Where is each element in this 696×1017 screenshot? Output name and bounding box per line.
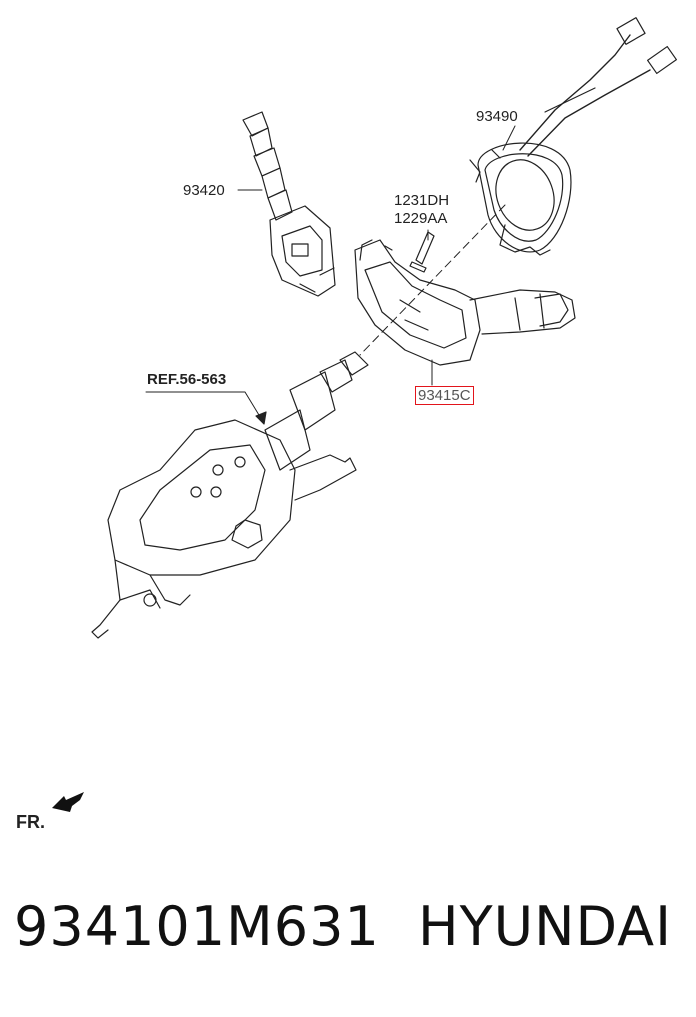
label-ref: REF.56-563: [147, 371, 227, 388]
steering-column: [91, 351, 369, 639]
label-93490: 93490: [476, 108, 518, 125]
front-arrow-icon: [52, 792, 84, 812]
parts-diagram: [52, 17, 678, 812]
switch-93420: [242, 111, 336, 297]
footer-brand: HYUNDAI: [418, 895, 673, 958]
bolt-1231dh: [409, 231, 435, 273]
footer: 934101M631 HYUNDAI: [0, 895, 696, 985]
footer-part-number: 934101M631: [14, 895, 380, 958]
label-93420: 93420: [183, 182, 225, 199]
leader-93490: [502, 125, 516, 151]
assembly-axis-line: [359, 204, 506, 356]
clock-spring-93490: [469, 17, 678, 256]
leader-ref: [145, 391, 263, 421]
ref-arrow-head: [255, 411, 267, 425]
multifunction-switch-93415c: [354, 239, 576, 366]
label-1229aa: 1229AA: [394, 210, 448, 227]
label-93415c: 93415C: [415, 386, 474, 405]
label-1231dh: 1231DH: [394, 192, 450, 209]
label-front: FR.: [16, 812, 45, 832]
